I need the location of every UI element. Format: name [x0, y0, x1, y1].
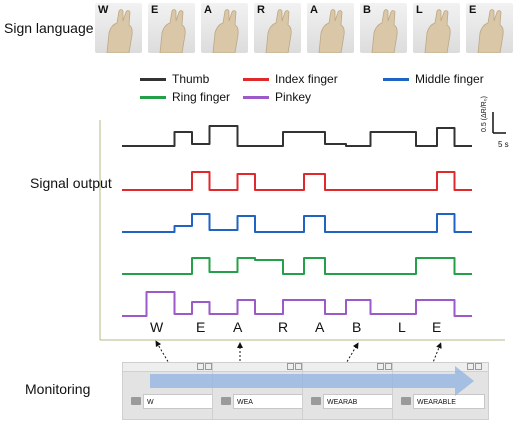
photo-letter: L [416, 4, 423, 16]
trace-index-finger [122, 171, 472, 191]
legend-swatch [140, 78, 166, 82]
legend-swatch [243, 78, 269, 82]
hand-icon [106, 9, 133, 53]
section-label-monitoring: Monitoring [25, 381, 91, 397]
sign-photo-7: E [466, 3, 513, 53]
photo-letter: A [310, 4, 318, 16]
legend-swatch [243, 96, 269, 100]
legend-thumb: Thumb [140, 72, 209, 86]
trace-middle-finger [122, 213, 472, 233]
trace-ring-finger [122, 257, 472, 275]
photo-letter: R [257, 4, 265, 16]
sign-photo-5: B [360, 3, 407, 53]
sign-photo-1: E [148, 3, 195, 53]
window-titlebar [393, 363, 488, 372]
folder-icon [401, 397, 411, 405]
photo-letter: W [98, 4, 109, 16]
window-titlebar [303, 363, 398, 372]
word-letter-7: E [432, 319, 442, 335]
window-titlebar [213, 363, 308, 372]
monitor-text-field: W [143, 394, 215, 409]
section-label-sign-language: Sign language [4, 20, 94, 36]
legend-swatch [140, 96, 166, 100]
hand-icon [424, 9, 451, 53]
word-letter-0: W [150, 319, 164, 335]
monitor-window-3: WEARABLE [392, 362, 489, 420]
scale-bar-y-label: 0.5 (ΔR/R₀) [481, 96, 488, 132]
photo-letter: E [469, 4, 477, 16]
scale-bar-x-label: 5 s [498, 140, 509, 149]
monitor-window-2: WEARAB [302, 362, 399, 420]
word-letter-2: A [233, 319, 243, 335]
hand-icon [318, 9, 345, 53]
legend-ring-finger: Ring finger [140, 90, 230, 104]
folder-icon [131, 397, 141, 405]
photo-letter: E [151, 4, 159, 16]
monitor-window-1: WEA [212, 362, 309, 420]
word-letter-6: L [398, 319, 406, 335]
arrow-wearable [431, 342, 442, 366]
sign-photo-2: A [201, 3, 248, 53]
sign-photo-3: R [254, 3, 301, 53]
arrow-w [155, 340, 171, 366]
legend-swatch [383, 78, 409, 82]
hand-icon [371, 9, 398, 53]
sign-photo-6: L [413, 3, 460, 53]
progress-arrow [150, 366, 474, 396]
word-letter-5: B [352, 319, 362, 335]
legend-index-finger: Index finger [243, 72, 338, 86]
hand-icon [159, 9, 186, 53]
legend-pinkey: Pinkey [243, 90, 311, 104]
photo-letter: B [363, 4, 371, 16]
legend-middle-finger: Middle finger [383, 72, 484, 86]
monitor-text-field: WEARABLE [413, 394, 485, 409]
word-letter-1: E [196, 319, 206, 335]
hand-icon [212, 9, 239, 53]
word-letter-3: R [278, 319, 289, 335]
word-letter-4: A [315, 319, 325, 335]
folder-icon [221, 397, 231, 405]
section-label-signal-output: Signal output [30, 175, 112, 191]
folder-icon [311, 397, 321, 405]
sign-photo-0: W [95, 3, 142, 53]
sign-photo-4: A [307, 3, 354, 53]
hand-icon [265, 9, 292, 53]
photo-letter: A [204, 4, 212, 16]
trace-pinkey [122, 291, 472, 317]
hand-icon [477, 9, 504, 53]
window-titlebar [123, 363, 218, 372]
monitor-window-0: W [122, 362, 219, 420]
trace-thumb [122, 125, 472, 147]
